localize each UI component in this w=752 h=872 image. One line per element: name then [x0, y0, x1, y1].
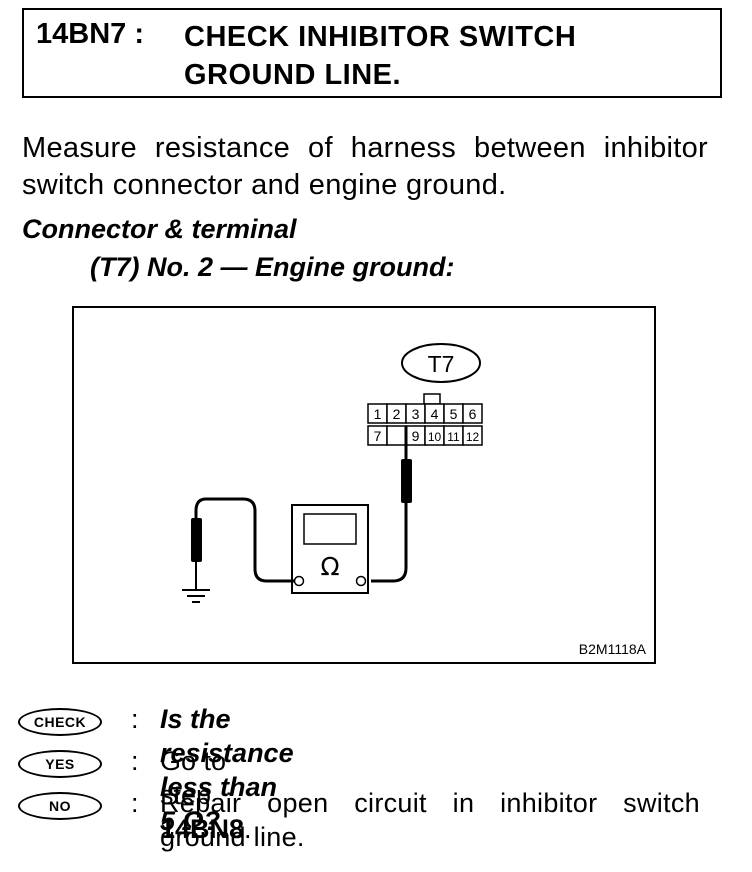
- lead-to-meter-right: [371, 503, 408, 583]
- no-answer: Repair open circuit in inhibitor switch …: [160, 788, 700, 852]
- yes-badge: YES: [18, 750, 102, 778]
- connector-cell: [462, 425, 483, 446]
- terminal-number-4: 4: [431, 406, 439, 422]
- terminal-number-5: 5: [450, 406, 458, 422]
- no-colon: :: [131, 788, 139, 818]
- step-title-box: 14BN7 : CHECK INHIBITOR SWITCH GROUND LI…: [22, 8, 722, 98]
- terminal-number-6: 6: [469, 406, 477, 422]
- yes-suffix: .: [244, 814, 252, 844]
- step-title-line-2: GROUND LINE.: [184, 59, 402, 91]
- step-id: 14BN7 :: [36, 18, 144, 50]
- yes-prefix: Go to step: [160, 746, 227, 810]
- multimeter-display: [303, 513, 357, 545]
- terminal-number-1: 1: [374, 406, 382, 422]
- yes-step-link: 14BN8: [160, 814, 245, 844]
- figure-code: B2M1118A: [579, 641, 647, 657]
- instruction-text: Measure resistance of harness between in…: [22, 132, 708, 201]
- connector-lock-tab: [423, 393, 441, 405]
- check-colon: :: [131, 704, 139, 734]
- yes-answer: Go to step 14BN8.: [160, 744, 252, 846]
- terminal-number-2: 2: [393, 406, 401, 422]
- step-title: CHECK INHIBITOR SWITCH GROUND LINE.: [184, 18, 576, 94]
- meter-jack-left: [293, 575, 305, 587]
- probe-terminal-2: [401, 459, 412, 503]
- connector-label-ellipse: [401, 343, 481, 383]
- terminal-number-3: 3: [412, 406, 420, 422]
- terminal-number-12: 12: [466, 430, 480, 444]
- probe-ground: [191, 518, 202, 562]
- figure-frame: [72, 306, 656, 664]
- connector-heading: Connector & terminal: [22, 214, 297, 244]
- terminal-number-10: 10: [428, 430, 442, 444]
- terminal-number-7: 7: [374, 428, 382, 444]
- connector-label: T7: [428, 351, 455, 377]
- lead-to-ground: [194, 497, 294, 583]
- no-badge: NO: [18, 792, 102, 820]
- check-question: Is the resistance less than 5 Ω?: [160, 704, 294, 836]
- check-badge: CHECK: [18, 708, 102, 736]
- ohm-symbol: Ω: [320, 552, 339, 581]
- connector-terminal-line: (T7) No. 2 — Engine ground:: [90, 252, 455, 282]
- terminal-number-9: 9: [412, 428, 420, 444]
- connector-cell: [462, 403, 483, 424]
- connector-cell: [386, 425, 407, 446]
- meter-jack-right: [355, 575, 367, 587]
- step-title-line-1: CHECK INHIBITOR SWITCH: [184, 21, 577, 53]
- ground-symbol-icon: [182, 589, 210, 603]
- terminal-number-11: 11: [447, 430, 460, 444]
- yes-colon: :: [131, 746, 139, 776]
